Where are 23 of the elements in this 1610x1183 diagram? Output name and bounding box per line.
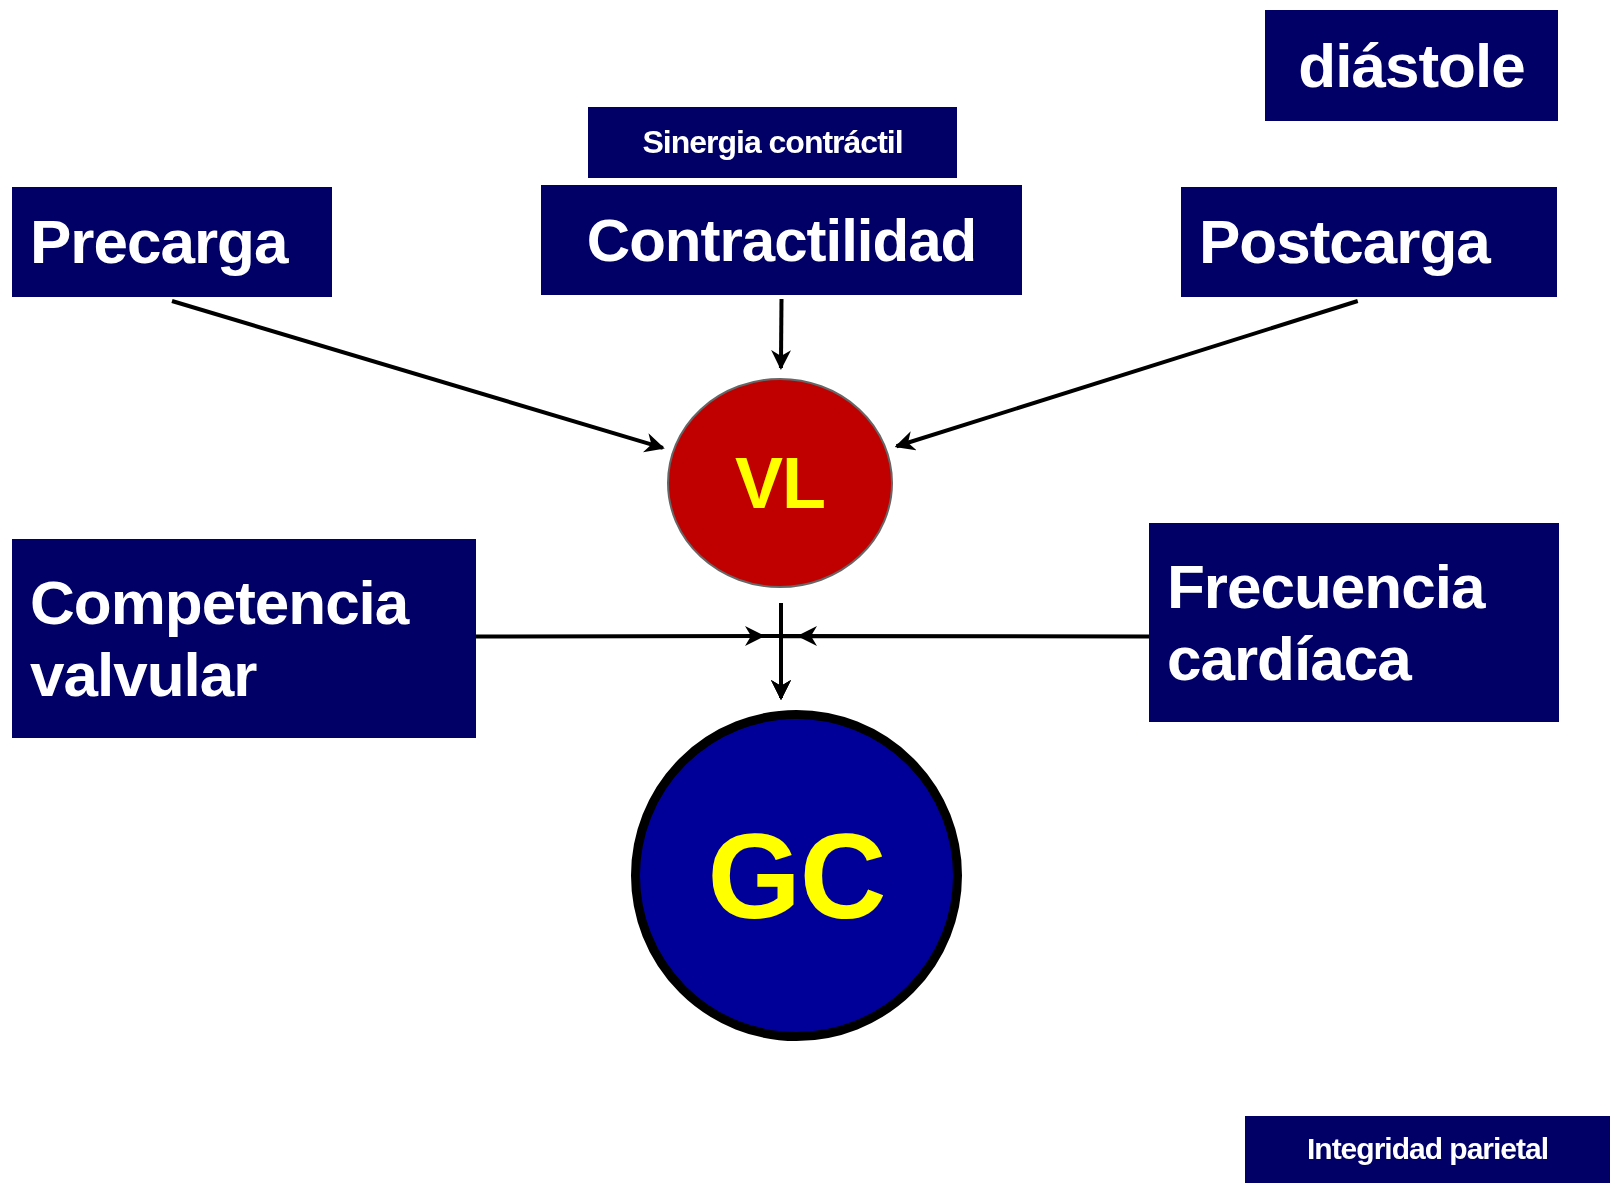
box-label: Frecuencia cardíaca xyxy=(1167,551,1487,694)
box-label: Postcarga xyxy=(1199,206,1490,278)
circle-node xyxy=(631,710,962,1041)
label-box xyxy=(1149,523,1559,722)
box-label: Sinergia contráctil xyxy=(642,124,903,161)
node-label: VL xyxy=(735,441,825,525)
label-box xyxy=(1181,187,1557,297)
label-box xyxy=(541,185,1022,295)
box-label: Precarga xyxy=(30,206,288,278)
box-label: diástole xyxy=(1298,29,1525,102)
circle-node xyxy=(667,378,893,588)
arrow xyxy=(771,299,792,370)
label-box xyxy=(588,107,957,178)
box-label: Integridad parietal xyxy=(1306,1132,1549,1167)
label-box xyxy=(12,187,332,297)
label-box xyxy=(12,539,476,738)
arrow xyxy=(894,299,1359,451)
label-box xyxy=(1245,1116,1610,1183)
node-label: GC xyxy=(707,807,886,945)
box-label: Competencia valvular xyxy=(30,567,411,710)
arrow xyxy=(171,299,665,453)
box-label: Contractilidad xyxy=(586,205,977,275)
label-box xyxy=(1265,10,1558,121)
